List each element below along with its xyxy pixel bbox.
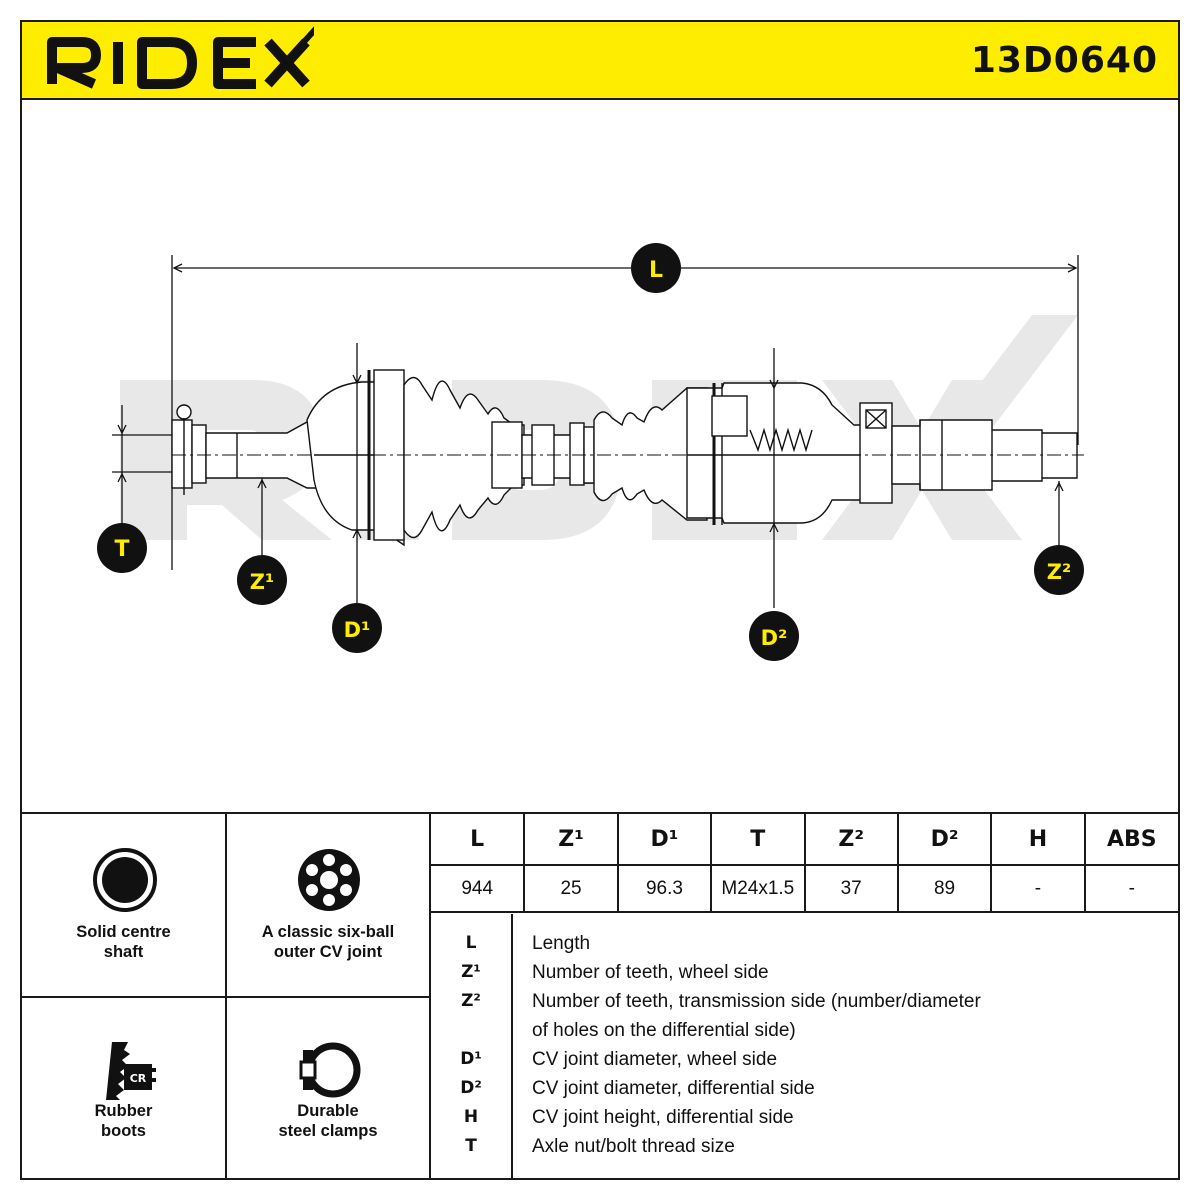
legend-row: T Axle nut/bolt thread size (431, 1132, 1178, 1161)
rubber-boot-cr-icon: CR (106, 1042, 156, 1100)
spec-value: 89 (897, 865, 993, 913)
spec-header-row: L Z¹ D¹ T Z² D² H ABS (431, 814, 1178, 866)
part-number: 13D0640 (970, 40, 1158, 81)
legend-key: T (465, 1136, 477, 1156)
solid-shaft-icon (93, 848, 157, 912)
feature-label: Durable steel clamps (278, 1102, 378, 1140)
spec-value-row: 944 25 96.3 M24x1.5 37 89 - - (431, 865, 1178, 913)
spec-value: 37 (804, 865, 899, 913)
callout-Z1: Z¹ (237, 555, 287, 605)
drive-shaft-drawing: L T Z¹ D¹ D² Z² (97, 243, 1084, 661)
spec-header: ABS (1084, 814, 1178, 866)
legend-text: CV joint height, differential side (532, 1107, 794, 1128)
ridex-logo (47, 26, 314, 89)
legend-text: Number of teeth, wheel side (532, 962, 769, 983)
header-bar: 13D0640 (22, 22, 1178, 100)
callout-L: L (631, 243, 681, 293)
legend-row: Z² Number of teeth, transmission side (n… (431, 987, 1178, 1016)
six-ball-cv-joint-icon (298, 849, 360, 911)
legend-key: D² (460, 1078, 482, 1098)
callout-D2: D² (749, 611, 799, 661)
feature-rubber-boots: CR Rubber boots (22, 998, 227, 1178)
page-frame (20, 20, 1180, 1180)
svg-text:CR: CR (130, 1072, 147, 1085)
feature-solid-shaft: Solid centre shaft (22, 814, 227, 998)
legend-row: of holes on the differential side) (431, 1016, 1178, 1045)
legend-row: H CV joint height, differential side (431, 1103, 1178, 1132)
spec-value: 96.3 (617, 865, 713, 913)
legend-key: Z² (461, 991, 481, 1011)
svg-text:D¹: D¹ (344, 618, 371, 642)
legend-key: L (465, 933, 477, 953)
legend-text: Axle nut/bolt thread size (532, 1136, 735, 1157)
svg-text:D²: D² (761, 626, 788, 650)
legend-row: D¹ CV joint diameter, wheel side (431, 1045, 1178, 1074)
legend-row: L Length (431, 929, 1178, 958)
callout-Z2: Z² (1034, 545, 1084, 595)
spec-table: L Z¹ D¹ T Z² D² H ABS 944 25 96.3 M24x1.… (431, 814, 1178, 913)
spec-header: D¹ (617, 814, 713, 866)
svg-text:Z²: Z² (1047, 560, 1071, 584)
legend-key: H (463, 1107, 479, 1127)
feature-label: Solid centre shaft (76, 923, 171, 961)
callout-D1: D¹ (332, 603, 382, 653)
spec-legend: L Length Z¹ Number of teeth, wheel side … (431, 914, 1178, 1178)
feature-six-ball-cv: A classic six-ball outer CV joint (227, 814, 431, 998)
legend-row: D² CV joint diameter, differential side (431, 1074, 1178, 1103)
svg-text:T: T (114, 537, 129, 562)
steel-clamp-icon (299, 1042, 361, 1098)
spec-header: Z² (804, 814, 899, 866)
spec-value: 25 (524, 865, 619, 913)
spec-value: - (991, 865, 1086, 913)
spec-header: Z¹ (524, 814, 619, 866)
feature-steel-clamps: Durable steel clamps (227, 998, 431, 1178)
spec-value: 944 (431, 865, 526, 913)
legend-text: Length (532, 933, 591, 954)
legend-text: CV joint diameter, differential side (532, 1078, 815, 1099)
spec-value: M24x1.5 (711, 865, 806, 913)
legend-key: D¹ (460, 1049, 482, 1069)
spec-header: L (431, 814, 526, 866)
callout-T: T (97, 523, 147, 573)
svg-text:Z¹: Z¹ (250, 570, 274, 594)
legend-divider (511, 914, 513, 1178)
legend-text: CV joint diameter, wheel side (532, 1049, 778, 1070)
legend-text: of holes on the differential side) (532, 1020, 796, 1041)
spec-section: Solid centre shaft A classic six-ball ou… (22, 812, 1178, 1178)
spec-header: H (991, 814, 1086, 866)
feature-label: Rubber boots (94, 1102, 153, 1140)
svg-text:L: L (649, 258, 663, 283)
feature-label: A classic six-ball outer CV joint (261, 923, 395, 961)
spec-value: - (1084, 865, 1178, 913)
spec-header: D² (897, 814, 993, 866)
legend-key: Z¹ (461, 962, 481, 982)
spec-header: T (711, 814, 806, 866)
legend-text: Number of teeth, transmission side (numb… (532, 991, 981, 1012)
legend-row: Z¹ Number of teeth, wheel side (431, 958, 1178, 987)
